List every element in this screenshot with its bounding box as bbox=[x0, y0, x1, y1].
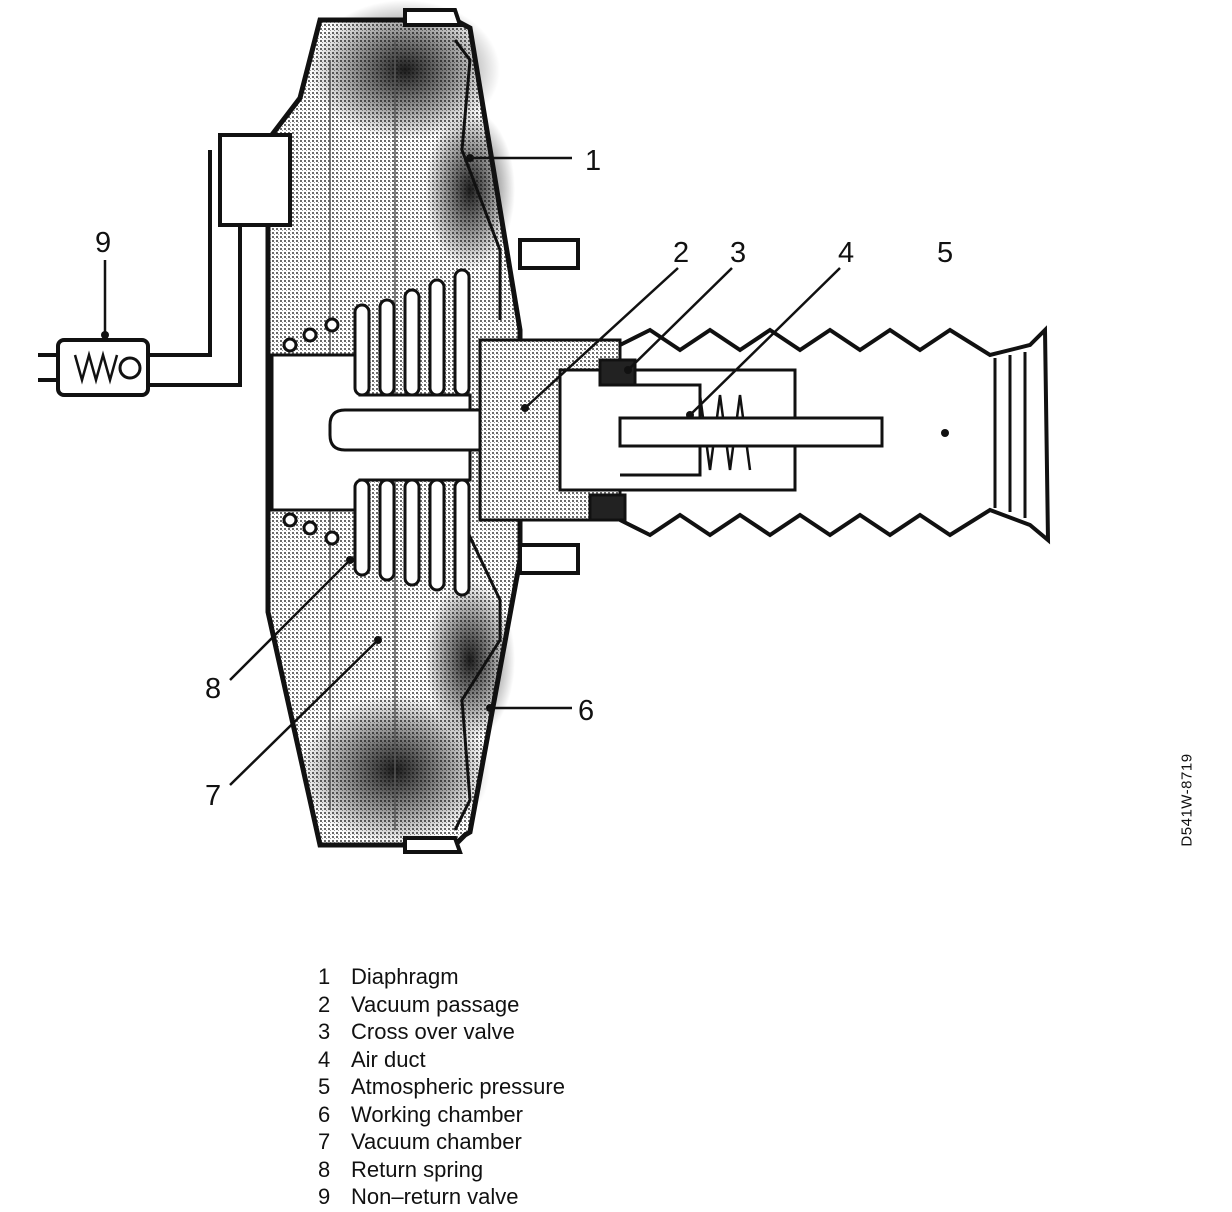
vacuum-hose bbox=[38, 133, 292, 387]
legend-label: Diaphragm bbox=[351, 964, 459, 989]
legend-item: 8 Return spring bbox=[318, 1156, 738, 1184]
legend-item: 1 Diaphragm bbox=[318, 963, 738, 991]
legend-item: 6 Working chamber bbox=[318, 1101, 738, 1129]
legend-number: 5 bbox=[318, 1074, 331, 1099]
callout-3: 3 bbox=[730, 237, 746, 269]
callout-7: 7 bbox=[205, 780, 221, 812]
legend-number: 8 bbox=[318, 1156, 331, 1182]
legend-label: Non–return valve bbox=[351, 1184, 519, 1209]
legend-item: 4 Air duct bbox=[318, 1046, 738, 1074]
callout-8: 8 bbox=[205, 673, 221, 705]
legend-item: 7 Vacuum chamber bbox=[318, 1128, 738, 1156]
figure-code: D541W-8719 bbox=[1178, 753, 1196, 847]
legend-label: Return spring bbox=[351, 1156, 484, 1182]
callout-4: 4 bbox=[838, 237, 854, 269]
legend-label: Working chamber bbox=[351, 1101, 523, 1127]
valve-body bbox=[478, 338, 884, 522]
callout-9: 9 bbox=[95, 227, 111, 259]
legend-item: 3 Cross over valve bbox=[318, 1018, 738, 1046]
return-spring bbox=[282, 268, 471, 597]
legend-label: Air duct bbox=[351, 1046, 426, 1072]
legend: 1 Diaphragm 2 Vacuum passage 3 Cross over v… bbox=[318, 963, 738, 1211]
callout-1: 1 bbox=[585, 145, 601, 177]
callout-6: 6 bbox=[578, 695, 594, 727]
legend-item: 2 Vacuum passage bbox=[318, 991, 738, 1019]
legend-number: 7 bbox=[318, 1129, 331, 1154]
legend-label: Vacuum passage bbox=[351, 991, 520, 1017]
legend-number: 4 bbox=[318, 1046, 331, 1072]
legend-label: Cross over valve bbox=[351, 1019, 515, 1044]
callout-2: 2 bbox=[673, 237, 689, 269]
leader-lines bbox=[103, 156, 841, 786]
legend-number: 9 bbox=[318, 1184, 331, 1209]
legend-item: 5 Atmospheric pressure bbox=[318, 1073, 738, 1101]
rubber-boot bbox=[619, 325, 1051, 545]
legend-label: Vacuum chamber bbox=[351, 1129, 522, 1154]
boot-end-ribs bbox=[993, 352, 1027, 518]
legend-item: 9 Non–return valve bbox=[318, 1183, 738, 1211]
mounting-studs bbox=[518, 238, 580, 575]
legend-number: 2 bbox=[318, 991, 331, 1017]
leader-dots bbox=[101, 154, 949, 712]
brake-booster-diagram: 1 2 3 4 5 6 7 8 9 bbox=[38, 0, 1051, 854]
legend-number: 1 bbox=[318, 964, 331, 989]
legend-label: Atmospheric pressure bbox=[351, 1074, 565, 1099]
non-return-valve bbox=[56, 338, 150, 397]
callout-5: 5 bbox=[937, 237, 953, 269]
legend-number: 3 bbox=[318, 1019, 331, 1044]
legend-number: 6 bbox=[318, 1101, 331, 1127]
